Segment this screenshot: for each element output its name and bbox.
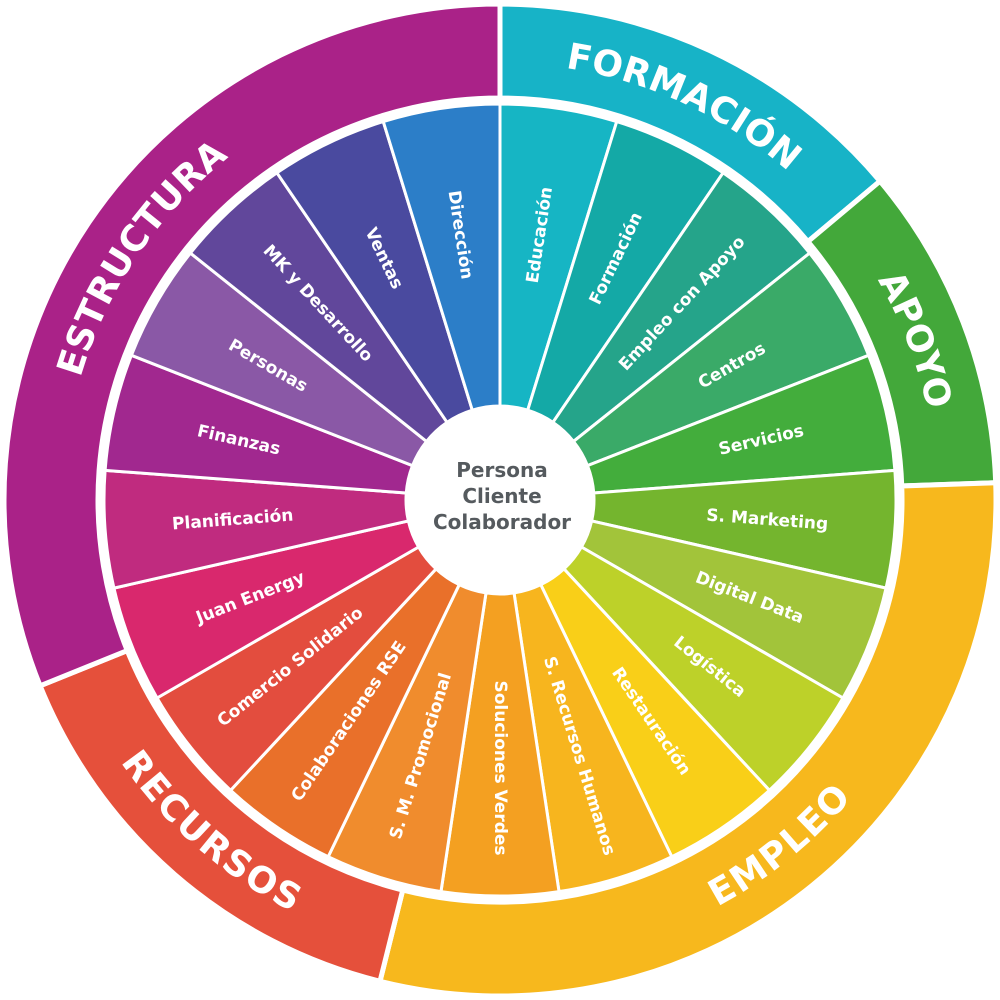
center-line-1: Persona — [456, 458, 547, 482]
center-hub — [406, 406, 594, 594]
inner-sector-direccion — [381, 102, 502, 413]
center-line-2: Cliente — [462, 484, 541, 508]
inner-ring — [102, 102, 898, 898]
center-line-3: Colaborador — [433, 510, 571, 534]
outer-sector-estructura — [1, 1, 503, 690]
outer-sector-empleo — [376, 480, 999, 999]
inner-label-soluciones-verdes: Soluciones Verdes — [490, 680, 510, 855]
